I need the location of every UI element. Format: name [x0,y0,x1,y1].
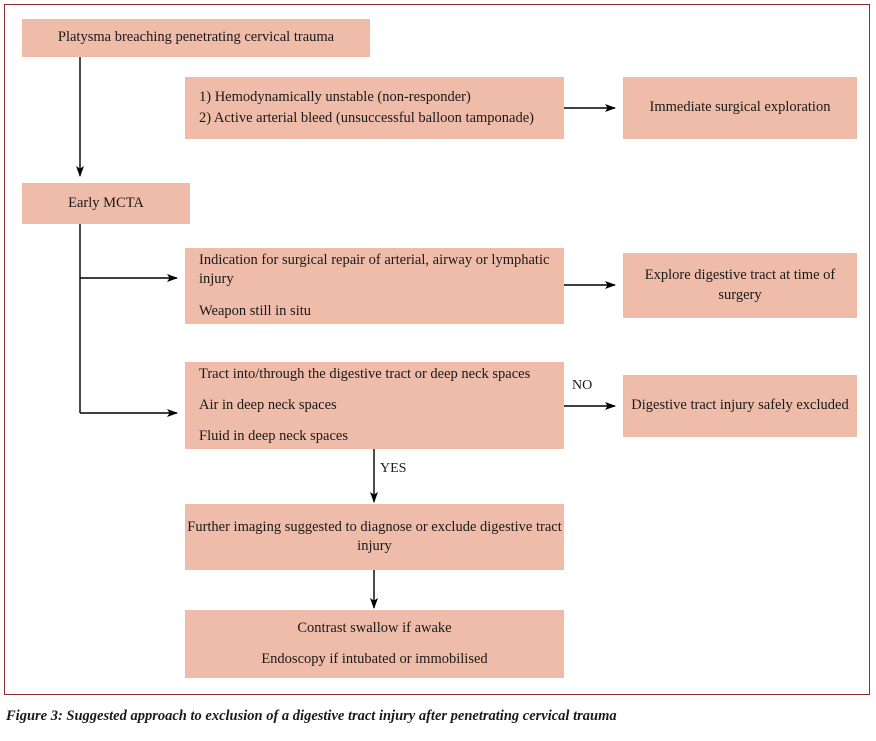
node-investigations[interactable]: Contrast swallow if awake Endoscopy if i… [185,610,564,678]
node-platysma-breaching-trauma[interactable]: Platysma breaching penetrating cervical … [22,19,370,57]
node-immediate-surgical-exploration[interactable]: Immediate surgical exploration [623,77,857,139]
node-text-line: Air in deep neck spaces [199,396,337,413]
node-text-line: Contrast swallow if awake [297,619,452,636]
node-unstable-criteria[interactable]: 1) Hemodynamically unstable (non-respond… [185,77,564,139]
node-text-line: 2) Active arterial bleed (unsuccessful b… [199,109,534,126]
node-text-line: Further imaging suggested to diagnose or… [187,518,562,554]
node-text-line: Fluid in deep neck spaces [199,428,348,445]
edge-label-no: NO [572,378,593,393]
flowchart-connectors [76,57,616,609]
node-text-line: Platysma breaching penetrating cervical … [57,29,335,46]
edge-label-yes: YES [380,461,407,476]
node-text-line: 1) Hemodynamically unstable (non-respond… [199,89,471,106]
node-text-line: Immediate surgical exploration [649,99,831,116]
node-text-line: Digestive tract injury safely excluded [631,397,849,414]
node-text-line: Early MCTA [68,194,144,211]
node-explore-digestive-tract[interactable]: Explore digestive tract at time of surge… [623,253,857,318]
node-text-line: Explore digestive tract at time of surge… [644,267,836,303]
node-early-mcta[interactable]: Early MCTA [22,183,190,224]
node-text-line: Indication for surgical repair of arteri… [199,252,550,288]
node-text-line: Tract into/through the digestive tract o… [199,365,531,382]
node-further-imaging[interactable]: Further imaging suggested to diagnose or… [185,504,564,570]
figure-caption: Figure 3: Suggested approach to exclusio… [6,708,617,724]
node-imaging-findings[interactable]: Tract into/through the digestive tract o… [185,362,564,449]
node-text-line: Endoscopy if intubated or immobilised [261,651,488,668]
node-text-line: Weapon still in situ [199,302,312,319]
node-surgical-repair-indication[interactable]: Indication for surgical repair of arteri… [185,248,564,324]
node-digestive-tract-injury-excluded[interactable]: Digestive tract injury safely excluded [623,375,857,437]
